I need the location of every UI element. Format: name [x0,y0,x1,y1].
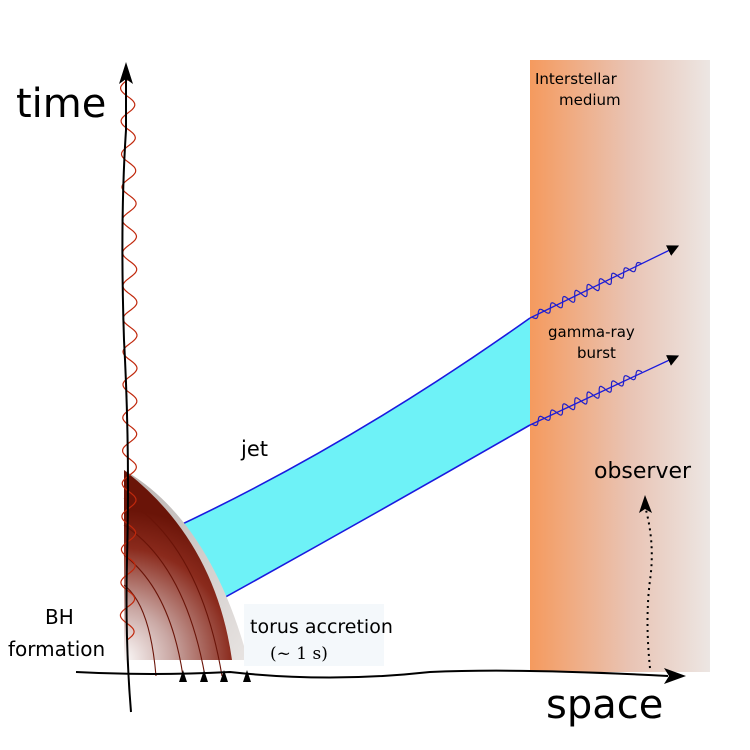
gamma-wave-upper [531,261,643,320]
torus-label-box [244,604,384,666]
ism-label-line2: medium [559,91,621,109]
torus-label-line2: (~ 1 s) [270,644,328,664]
observer-label: observer [594,459,692,484]
jet-band [130,318,530,648]
jet-label: jet [240,437,268,461]
interstellar-medium-band [530,60,710,672]
jet-upper-edge [129,317,531,549]
accretion-arcs [123,497,223,677]
gamma-wave-lower [531,369,643,427]
observer-dotted-arrow [639,495,652,513]
time-axis-arrow [119,62,133,84]
photon-ray-lower [529,355,680,426]
torus-label-line1: torus accretion [250,616,393,638]
bh-label-line1: BH [45,605,74,629]
space-axis-arrow [664,668,686,684]
space-axis [75,669,669,679]
time-axis [121,68,132,713]
ism-label-line1: Interstellar [535,70,618,88]
grb-label-line2: burst [577,344,616,362]
central-engine-worldline [119,79,138,641]
bh-label-line2: formation [8,637,105,661]
space-axis-label: space [546,682,663,728]
grb-label-line1: gamma-ray [548,323,635,341]
accretion-start-markers [179,670,251,682]
collapse-region [124,470,232,660]
photon-ray-upper [529,245,680,319]
time-axis-label: time [16,81,106,127]
